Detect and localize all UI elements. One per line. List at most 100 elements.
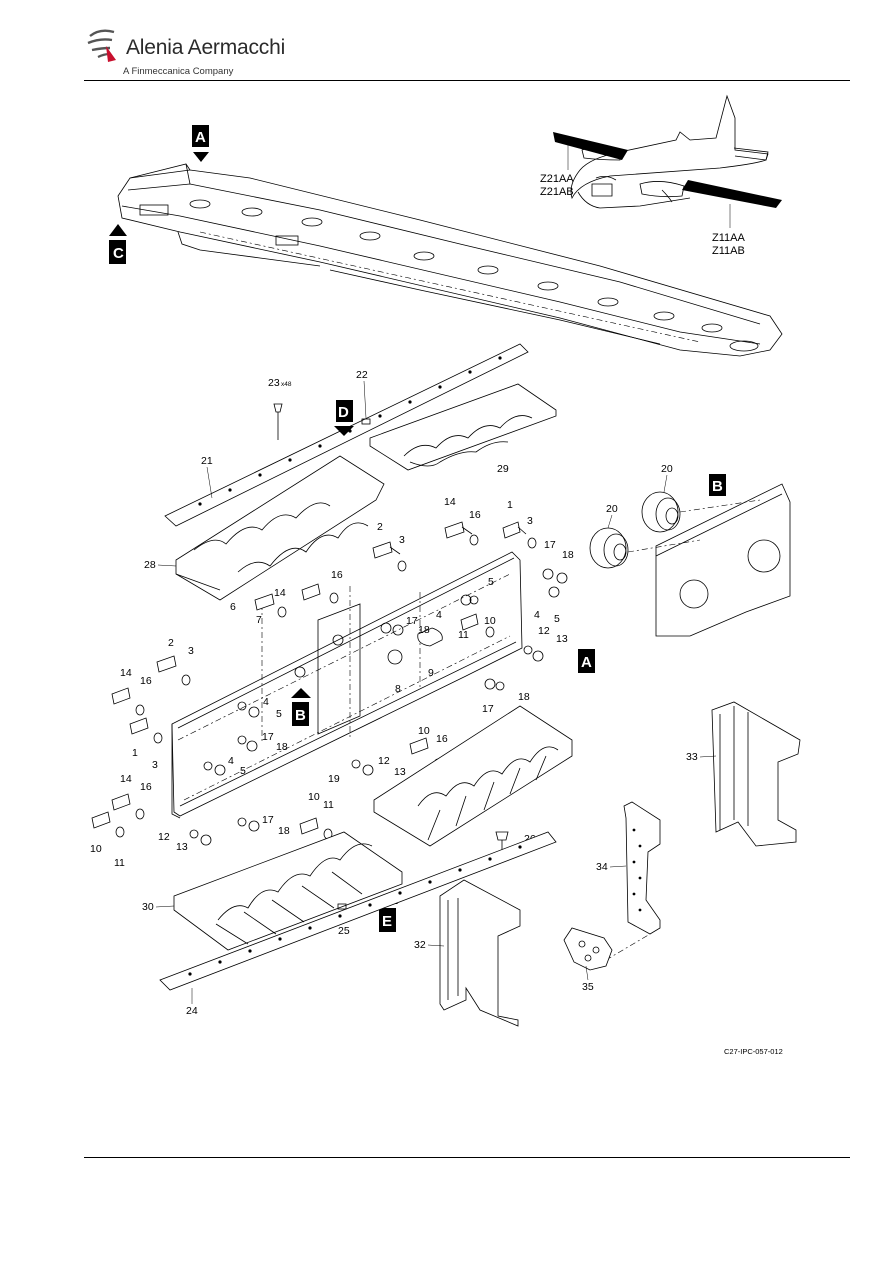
callout-c19: 19: [328, 773, 340, 785]
callout-c7: 7: [256, 614, 262, 626]
callout-c25: 25: [338, 925, 350, 937]
callout-c3b: 3: [399, 534, 405, 546]
callout-c35: 35: [582, 981, 594, 993]
callout-c18d: 18: [276, 741, 288, 753]
callout-c16e: 16: [140, 781, 152, 793]
callout-c21: 21: [201, 455, 213, 467]
view-letter-b: B: [712, 478, 723, 495]
callout-c10c: 10: [308, 791, 320, 803]
zone-z21aa: Z21AA: [540, 173, 574, 185]
callout-c18e: 18: [278, 825, 290, 837]
view-letter-a-right: A: [581, 654, 592, 671]
callout-c4a: 4: [534, 609, 540, 621]
callout-c10d: 10: [90, 843, 102, 855]
callout-c30: 30: [142, 901, 154, 913]
callout-c17e: 17: [262, 814, 274, 826]
bolt-10b: [409, 737, 429, 755]
callout-c2a: 2: [377, 521, 383, 533]
callout-c13a: 13: [556, 633, 568, 645]
callout-c3a: 3: [527, 515, 533, 527]
header-rule: [84, 80, 850, 81]
view-arrow-c: C: [109, 224, 127, 264]
bolt-6: [254, 593, 275, 611]
callout-c10b: 10: [418, 725, 430, 737]
bolt-1a: [502, 521, 527, 539]
callout-c16d: 16: [436, 733, 448, 745]
upper-splice-strap: 23 x48 22 21: [164, 343, 529, 527]
callout-c28: 28: [144, 559, 156, 571]
callout-c5c: 5: [276, 708, 282, 720]
callout-c4c: 4: [263, 696, 269, 708]
callout-c13b: 13: [394, 766, 406, 778]
view-letter-b-center: B: [295, 707, 306, 724]
bolt-10a: [460, 613, 479, 631]
lower-fitting-30: 30: [142, 831, 403, 951]
callout-c34: 34: [596, 861, 608, 873]
view-arrow-b-center: B: [291, 688, 311, 726]
bolt-10d: [91, 811, 111, 829]
callout-c10a: 10: [484, 615, 496, 627]
figure-reference: C27-IPC-057-012: [724, 1047, 783, 1056]
callout-c16a: 16: [469, 509, 481, 521]
callout-c17a: 17: [544, 539, 556, 551]
callout-c18c: 18: [518, 691, 530, 703]
callout-c3d: 3: [152, 759, 158, 771]
callout-c14b: 14: [274, 587, 286, 599]
zone-z21ab: Z21AB: [540, 186, 574, 198]
lower-splice-strap: 25 24: [159, 831, 557, 1017]
wing-assembly: [117, 163, 783, 357]
brand-tagline: A Finmeccanica Company: [123, 66, 234, 77]
callout-c16b: 16: [331, 569, 343, 581]
callout-c4b: 4: [436, 609, 442, 621]
callout-c16c: 16: [140, 675, 152, 687]
bolt-10c: [299, 817, 319, 835]
view-arrow-d: D: [334, 400, 354, 436]
callout-c6: 6: [230, 601, 236, 613]
view-letter-d: D: [338, 404, 349, 421]
page-header: Alenia Aermacchi A Finmeccanica Company: [0, 0, 893, 82]
callout-c18a: 18: [562, 549, 574, 561]
callout-c11a: 11: [458, 629, 469, 641]
callout-c1a: 1: [507, 499, 513, 511]
callout-c1b: 1: [132, 747, 138, 759]
callout-c5a: 5: [554, 613, 560, 625]
bolt-1b: [129, 717, 149, 735]
callout-c33: 33: [686, 751, 698, 763]
callout-c23: 23: [268, 377, 280, 389]
callout-c24: 24: [186, 1005, 198, 1017]
bolt-14d: [111, 793, 131, 811]
callout-c20b: 20: [661, 463, 673, 475]
lower-fitting-right: [373, 705, 573, 847]
view-arrow-b-right: B: [709, 474, 726, 496]
aircraft-silhouette: Z21AA Z21AB Z11AA Z11AB: [540, 94, 782, 257]
callout-c9: 9: [428, 667, 434, 679]
trunnion-bushings: 20 20: [589, 463, 681, 569]
brand-name: Alenia Aermacchi: [126, 36, 286, 59]
central-frame: [171, 551, 523, 819]
callout-c12c: 12: [158, 831, 170, 843]
callout-c5d: 5: [240, 765, 246, 777]
bolt-2b: [156, 655, 177, 673]
exploded-diagram: Z21AA Z21AB Z11AA Z11AB A C: [0, 82, 893, 1157]
bolt-14a: [444, 521, 473, 539]
callout-c17d: 17: [262, 731, 274, 743]
view-arrow-a-top: A: [192, 125, 209, 162]
upper-fitting-29: 29: [369, 383, 557, 475]
callout-c2b: 2: [168, 637, 174, 649]
callout-c32: 32: [414, 939, 426, 951]
callout-c14a: 14: [444, 496, 456, 508]
bracket-32: 32: [414, 879, 521, 1027]
bracket-33: 33: [686, 701, 801, 847]
footer-rule: [84, 1157, 850, 1158]
bolt-14c: [111, 687, 131, 705]
callout-c4d: 4: [228, 755, 234, 767]
alenia-logo-icon: [87, 29, 116, 62]
callout-c17b: 17: [406, 615, 418, 627]
callout-c23-sub: x48: [281, 381, 292, 388]
zone-z11ab: Z11AB: [712, 245, 745, 257]
view-arrow-a-right: A: [578, 649, 595, 673]
callout-c12b: 12: [378, 755, 390, 767]
diagram-canvas: Z21AA Z21AB Z11AA Z11AB A C: [90, 94, 801, 1056]
view-letter-e: E: [382, 913, 392, 930]
callout-c14d: 14: [120, 773, 132, 785]
